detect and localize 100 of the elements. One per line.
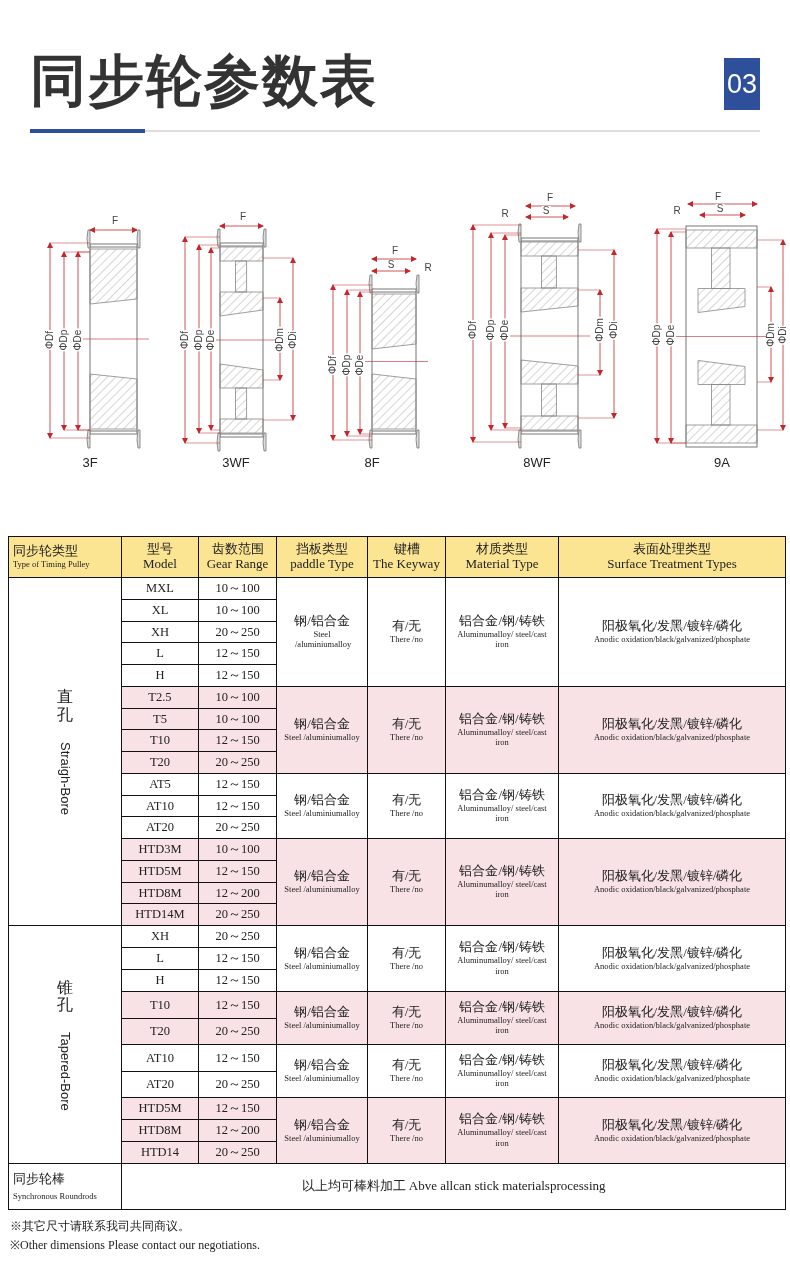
table-cell: XH <box>121 925 199 948</box>
cell-text: 钢/铝合金 <box>293 1058 351 1074</box>
cell-text: paddle Type <box>289 557 355 572</box>
cell-text: Anodic oxidation/black/galvanized/phosphate <box>593 1073 751 1084</box>
footnote: ※Other dimensions Please contact our negotiations. <box>10 1237 260 1253</box>
table-cell: L <box>121 947 199 970</box>
dimension-label: ΦDe <box>500 318 510 342</box>
dimension-label: R <box>500 209 510 219</box>
dimension-label: ΦDf <box>328 355 338 375</box>
cell-text: 阳极氧化/发黑/镀锌/磷化 <box>600 619 744 635</box>
cell-text: 键槽 <box>392 542 421 557</box>
cell-text: Steel /aluminiumalloy <box>283 960 361 972</box>
drawing-caption: 8WF <box>523 455 551 469</box>
table-cell: AT5 <box>121 773 199 795</box>
table-cell: AT10 <box>121 1044 199 1071</box>
cell-text: 铝合金/钢/铸铁 <box>458 1112 546 1128</box>
dimension-label: F <box>238 212 248 222</box>
table-cell: XL <box>121 599 199 621</box>
cell-text: Gear Range <box>205 557 270 572</box>
cell-text: 有/无 <box>390 619 423 635</box>
page-title: 同步轮参数表 <box>30 50 378 112</box>
cell-text: 材质类型 <box>475 542 529 557</box>
table-cell: AT10 <box>121 795 199 817</box>
cell-text: Type of Timing Pulley <box>12 559 91 570</box>
dimension-label: ΦDp <box>194 328 204 352</box>
dimension-label: ΦDm <box>595 317 605 343</box>
cell-text: Material Type <box>464 557 540 572</box>
dimension-label: ΦDm <box>275 327 285 353</box>
table-cell: MXL <box>121 577 199 600</box>
cell-text: The Keyway <box>372 557 441 572</box>
cell-text: There /no <box>389 1020 424 1031</box>
cell-text: Anodic oxidation/black/galvanized/phosphate <box>593 808 751 819</box>
cell-text: Aluminumalloy/ steel/cast iron <box>456 802 548 824</box>
dimension-label: ΦDp <box>59 328 69 352</box>
dimension-label: F <box>390 246 400 256</box>
cell-text: 钢/铝合金 <box>293 613 351 629</box>
cell-text: 挡板类型 <box>295 542 349 557</box>
table-cell: 10～100 <box>198 577 277 600</box>
cell-text: 铝合金/钢/铸铁 <box>458 940 546 956</box>
cell-text: Aluminumalloy/ steel/cast iron <box>456 1127 548 1149</box>
table-cell: AT20 <box>121 1071 199 1098</box>
dimension-label: ΦDe <box>206 328 216 352</box>
dimension-label: F <box>110 216 120 226</box>
drawing-caption: 3WF <box>222 455 250 469</box>
cell-text: Steel /aluminiumalloy <box>283 808 361 819</box>
cell-text: 有/无 <box>390 945 423 961</box>
dimension-label: ΦDf <box>180 330 190 350</box>
cell-text: Tapered-Bore <box>57 1031 73 1111</box>
dimension-label: ΦDi <box>288 330 298 350</box>
table-cell: AT20 <box>121 816 199 839</box>
cell-text: Aluminumalloy/ steel/cast iron <box>456 878 548 901</box>
cell-text: 钢/铝合金 <box>293 793 351 809</box>
cell-text: 铝合金/钢/铸铁 <box>458 863 546 879</box>
table-cell: H <box>121 664 199 687</box>
cell-text: 阳极氧化/发黑/镀锌/磷化 <box>600 1117 744 1133</box>
cell-text: 铝合金/钢/铸铁 <box>458 999 546 1015</box>
dimension-label: ΦDe <box>73 328 83 352</box>
dimension-label: ΦDm <box>766 322 776 348</box>
cell-text: There /no <box>389 884 424 895</box>
cell-text: There /no <box>389 960 424 972</box>
cell-text: 钢/铝合金 <box>293 1005 351 1021</box>
dimension-label: ΦDi <box>609 320 619 340</box>
cell-text: 有/无 <box>390 793 423 809</box>
dimension-label: ΦDp <box>342 353 352 377</box>
cell-text: Steel /aluminiumalloy <box>283 1020 361 1031</box>
cell-text: 阳极氧化/发黑/镀锌/磷化 <box>600 1058 744 1074</box>
dimension-label: ΦDe <box>355 353 365 377</box>
dimension-label: F <box>713 192 723 202</box>
dimension-label: ΦDp <box>486 318 496 342</box>
table-cell: H <box>121 969 199 992</box>
cell-text: 有/无 <box>390 1005 423 1021</box>
cell-text: 同步轮类型 <box>12 544 79 560</box>
cell-text: There /no <box>389 1132 424 1144</box>
dimension-label: ΦDf <box>45 330 55 350</box>
cell-text: 阳极氧化/发黑/镀锌/磷化 <box>600 793 744 809</box>
dimension-label: ΦDi <box>778 325 788 345</box>
drawing-caption: 8F <box>364 455 380 469</box>
cell-text: 有/无 <box>390 1117 423 1133</box>
cell-text: Steel /aluminiumalloy <box>283 884 361 895</box>
table-cell: XH <box>121 621 199 643</box>
cell-text: Synchronous Roundrods <box>12 1190 98 1202</box>
cell-text: 阳极氧化/发黑/镀锌/磷化 <box>600 945 744 961</box>
table-cell: 12～150 <box>198 773 277 795</box>
table-cell: 以上均可棒料加工 Abve allcan stick materialsprocessing <box>121 1163 786 1210</box>
dimension-label: R <box>423 263 433 273</box>
cell-text: 锥孔 <box>57 978 73 1014</box>
cell-text: 有/无 <box>390 869 423 885</box>
table-cell: T10 <box>121 991 199 1018</box>
cell-text: Steel /aluminiumalloy <box>294 628 353 650</box>
drawing-caption: 3F <box>82 455 98 469</box>
cell-text: 表面处理类型 <box>632 542 712 557</box>
dimension-label: R <box>672 206 682 216</box>
cell-text: 铝合金/钢/铸铁 <box>458 787 546 803</box>
cell-text: 铝合金/钢/铸铁 <box>458 613 546 629</box>
cell-text: Model <box>142 557 178 572</box>
dimension-label: S <box>541 206 551 216</box>
drawing-caption: 9A <box>714 455 730 469</box>
dimension-label: ΦDe <box>666 323 676 347</box>
cell-text: 型号 <box>146 542 174 557</box>
cell-text: 同步轮棒 <box>12 1171 66 1187</box>
